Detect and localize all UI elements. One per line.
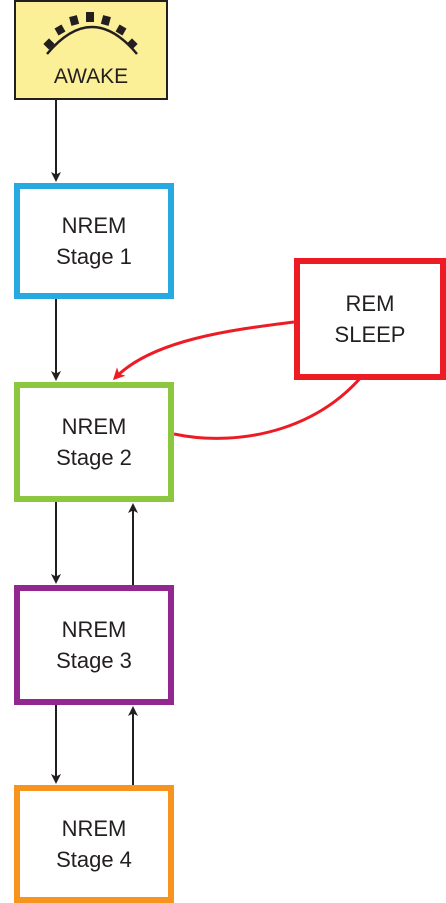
nrem-stage-3-line2: Stage 3 (56, 648, 132, 673)
nrem-stage-4-line2: Stage 4 (56, 847, 132, 872)
arrow-rem-to-nrem2 (112, 320, 295, 381)
nrem-stage-3-line1: NREM (61, 617, 127, 642)
awake-node: AWAKE (14, 0, 168, 100)
nrem-stage-1-node: NREM Stage 1 (14, 183, 174, 299)
nrem-stage-1-line2: Stage 1 (56, 244, 132, 269)
nrem-stage-2-line2: Stage 2 (56, 445, 132, 470)
nrem-stage-4-line1: NREM (61, 816, 127, 841)
arrow-nrem2-to-rem (173, 354, 378, 440)
rem-sleep-line2: SLEEP (334, 322, 406, 347)
rem-sleep-line1: REM (345, 291, 395, 316)
nrem-stage-1-line1: NREM (61, 213, 127, 238)
nrem-stage-2-node: NREM Stage 2 (14, 382, 174, 502)
nrem-stage-3-node: NREM Stage 3 (14, 585, 174, 705)
awake-label: AWAKE (53, 65, 129, 88)
sun-rising-icon (43, 12, 138, 55)
rem-sleep-node: REM SLEEP (294, 258, 446, 380)
nrem-stage-4-node: NREM Stage 4 (14, 785, 174, 903)
nrem-stage-2-line1: NREM (61, 414, 127, 439)
